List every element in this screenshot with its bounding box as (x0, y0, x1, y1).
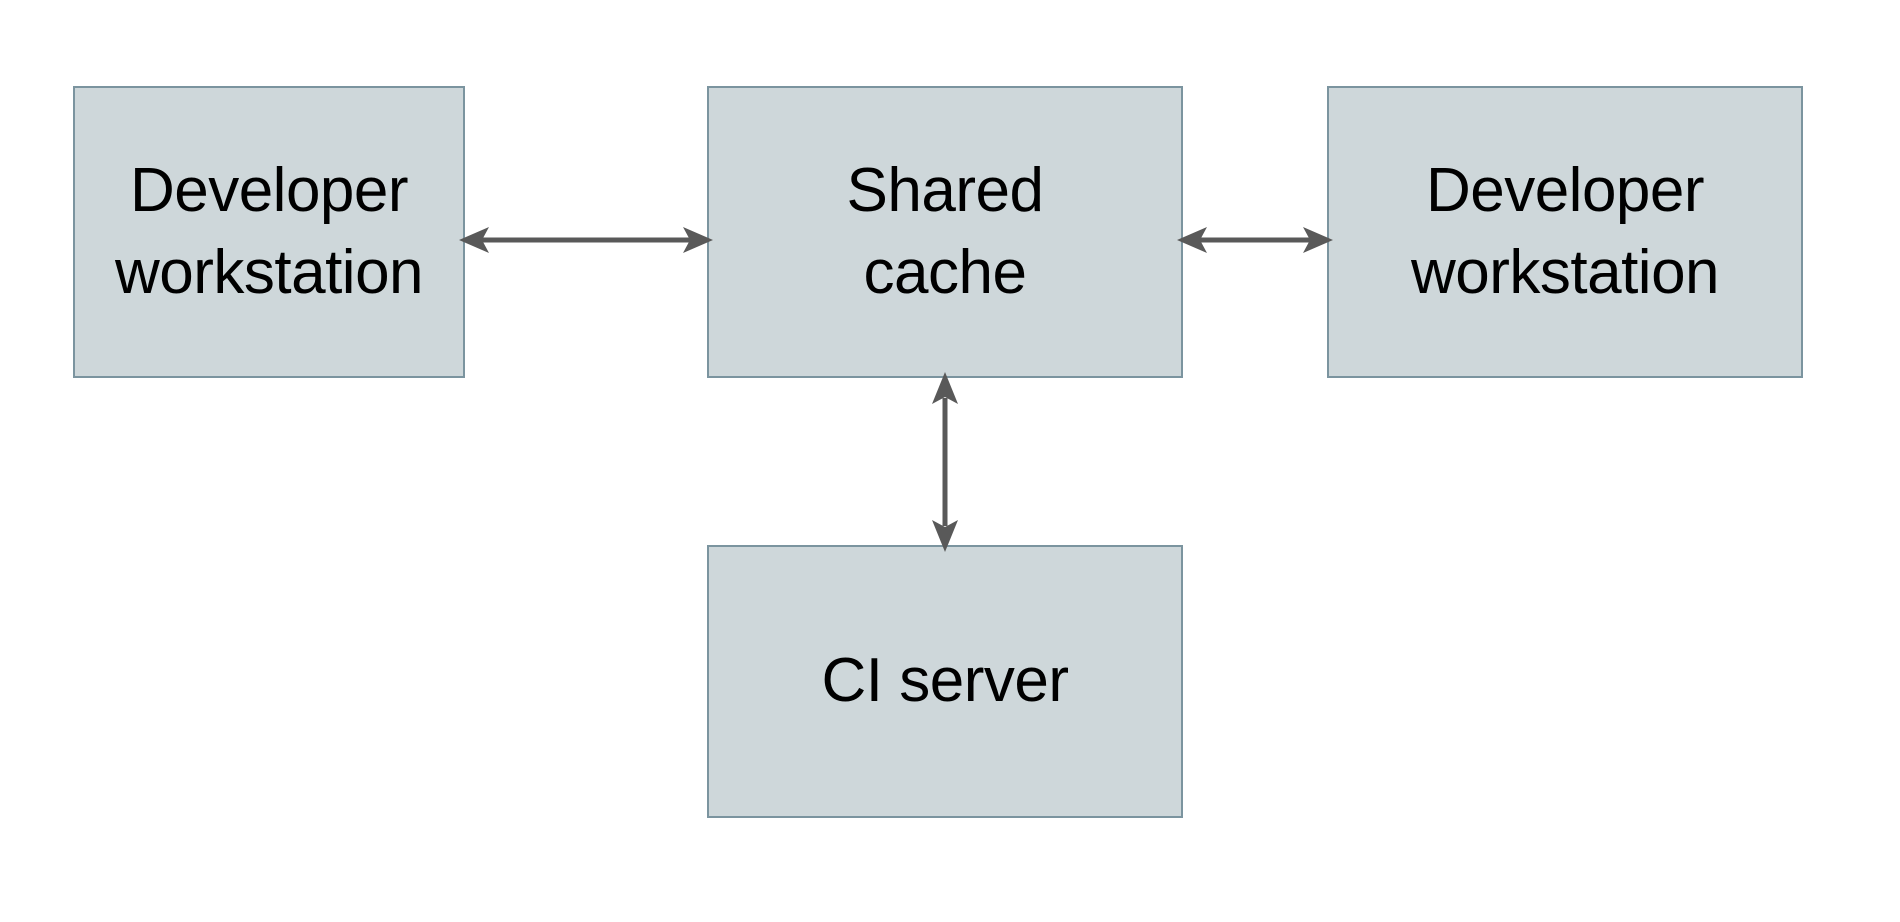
node-developer-workstation-left[interactable]: Developer workstation (73, 86, 465, 378)
edge-shared-cache-to-dev-right (1177, 205, 1333, 275)
double-arrow-vertical-icon (932, 372, 958, 552)
edge-dev-left-to-shared-cache (459, 205, 713, 275)
node-shared-cache[interactable]: Shared cache (707, 86, 1183, 378)
double-arrow-horizontal-icon (459, 227, 713, 253)
double-arrow-horizontal-icon (1177, 227, 1333, 253)
node-developer-workstation-right[interactable]: Developer workstation (1327, 86, 1803, 378)
node-ci-server[interactable]: CI server (707, 545, 1183, 818)
edge-shared-cache-to-ci-server (905, 372, 985, 552)
